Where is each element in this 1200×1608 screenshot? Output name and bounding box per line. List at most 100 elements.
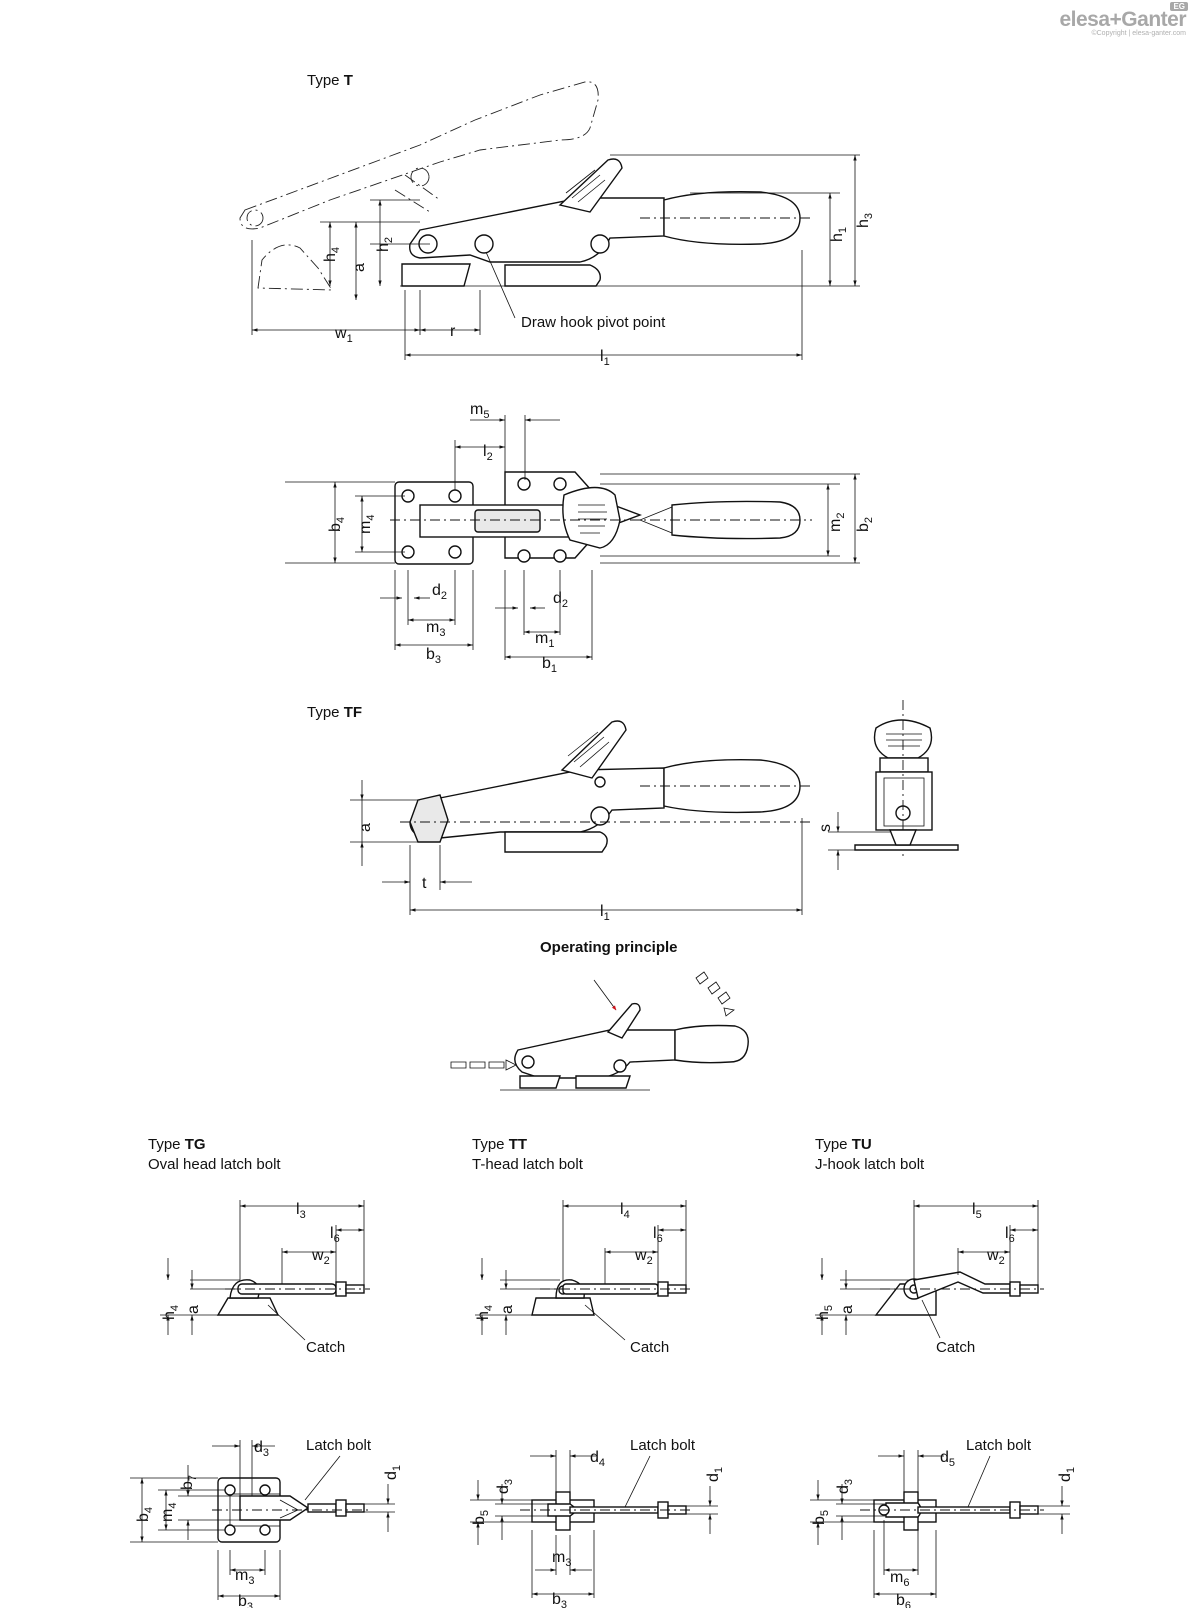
dim-h2: h2 [375, 237, 395, 252]
dim-m3-tt: m3 [552, 1549, 571, 1569]
open-position-ghost [239, 81, 599, 291]
dim-d2-left: d2 [432, 582, 447, 602]
dim-h5: h5 [815, 1305, 835, 1320]
type-tu-top: b5 d3 d5 m6 b6 d1 Latch bolt [810, 1437, 1077, 1608]
type-t-side-view: Type T [239, 72, 875, 368]
dim-d3-tu: d3 [835, 1479, 855, 1494]
dim-d4: d4 [590, 1449, 605, 1469]
dim-l5: l5 [972, 1201, 982, 1221]
type-tt-title: Type TT [472, 1136, 527, 1153]
dim-b2: b2 [855, 517, 875, 532]
brand-name: elesa+Ganter [1059, 8, 1186, 31]
type-tt-top: b5 d3 d4 m3 b3 d1 Latch bolt [470, 1437, 725, 1608]
type-t-title: Type T [307, 72, 353, 89]
release-lever-top [562, 486, 621, 549]
dim-l6-tt: l6 [653, 1225, 663, 1245]
type-tf-end-view: s [817, 700, 959, 870]
dim-l6-tg: l6 [330, 1225, 340, 1245]
dim-a-tg: a [185, 1305, 202, 1314]
tg-latch-bolt-label: Latch bolt [306, 1437, 372, 1454]
brand-badge: EG [1170, 2, 1188, 11]
brand-logo: elesa+Ganter ©Copyright | elesa-ganter.c… [1059, 2, 1188, 37]
dim-b5-tu: b5 [811, 1510, 831, 1525]
type-t-top-dim-labels: m5 l2 b4 m4 m2 b2 d2 d2 m3 b3 m1 b1 [327, 401, 875, 675]
dim-h4-tg: h4 [161, 1305, 181, 1320]
type-t-dimensions [251, 154, 860, 360]
type-tg-subtitle: Oval head latch bolt [148, 1156, 281, 1173]
dim-m1: m1 [535, 630, 554, 650]
type-tg-side: Type TG Oval head latch bolt l3 l6 w2 h4… [148, 1136, 370, 1356]
release-lever [558, 158, 623, 213]
dim-w2-tu: w2 [986, 1247, 1005, 1267]
tt-latch-bolt-label: Latch bolt [630, 1437, 696, 1454]
type-t-dim-labels: w1 r l1 h4 a h2 h1 h3 Draw hook pivot po… [322, 213, 875, 368]
tf-hook-head [409, 794, 449, 843]
type-t-top-dimensions [285, 415, 860, 660]
dim-h4-tt: h4 [475, 1305, 495, 1320]
type-t-top-view: m5 l2 b4 m4 m2 b2 d2 d2 m3 b3 m1 b1 [285, 401, 875, 675]
dim-m2: m2 [827, 513, 847, 532]
type-tu-subtitle: J-hook latch bolt [815, 1156, 925, 1173]
tf-release-lever [560, 720, 627, 779]
dim-m6: m6 [890, 1569, 909, 1589]
dim-b3-tg: b3 [238, 1593, 253, 1608]
dim-a-tf: a [357, 823, 374, 832]
type-tu-side: Type TU J-hook latch bolt l5 l6 w2 h5 a … [815, 1136, 1044, 1356]
dim-l2: l2 [483, 443, 493, 463]
dim-l1: l1 [600, 348, 610, 368]
dim-b6: b6 [896, 1592, 911, 1608]
catch-plate [401, 263, 471, 287]
dim-m4: m4 [357, 515, 377, 534]
dim-d1-tu: d1 [1057, 1467, 1077, 1482]
tg-catch-label: Catch [306, 1339, 345, 1356]
dim-m3: m3 [426, 619, 445, 639]
dim-t: t [422, 875, 427, 892]
dim-m3-tg: m3 [235, 1567, 254, 1587]
tf-body [409, 767, 665, 839]
dim-m5: m5 [470, 401, 489, 421]
type-tg-title: Type TG [148, 1136, 206, 1153]
dim-b4-tg: b4 [135, 1507, 155, 1522]
dim-l4: l4 [620, 1201, 630, 1221]
type-tt-subtitle: T-head latch bolt [472, 1156, 584, 1173]
base-plate [504, 264, 601, 287]
dim-l1-tf: l1 [600, 903, 610, 923]
dim-l6-tu: l6 [1005, 1225, 1015, 1245]
dim-d2-right: d2 [553, 590, 568, 610]
tf-base-plate [504, 831, 608, 853]
press-arrow [593, 979, 617, 1011]
dim-w2-tt: w2 [634, 1247, 653, 1267]
operating-principle-title: Operating principle [540, 939, 678, 956]
dim-m4-tg: m4 [159, 1503, 179, 1522]
dim-d5: d5 [940, 1449, 955, 1469]
type-tf-side-view: Type TF a t l1 [307, 704, 812, 923]
dim-d1-tg: d1 [383, 1465, 403, 1480]
dim-b5-tt: b5 [471, 1510, 491, 1525]
draw-hook-pivot-label: Draw hook pivot point [521, 314, 666, 331]
dim-a-tu: a [839, 1305, 856, 1314]
dim-w1: w1 [334, 325, 353, 345]
type-tf-title: Type TF [307, 704, 362, 721]
dim-b1: b1 [542, 655, 557, 675]
dim-b7: b7 [179, 1475, 199, 1490]
dim-r: r [450, 323, 456, 340]
dim-h1: h1 [829, 227, 849, 242]
dim-a-tt: a [499, 1305, 516, 1314]
dim-l3: l3 [296, 1201, 306, 1221]
type-tu-title: Type TU [815, 1136, 872, 1153]
clamp-body [409, 197, 665, 263]
dim-a: a [351, 263, 368, 272]
dim-b3-tt: b3 [552, 1591, 567, 1608]
dim-b3: b3 [426, 646, 441, 666]
type-tt-side: Type TT T-head latch bolt l4 l6 w2 h4 a … [472, 1136, 692, 1356]
dim-d1-tt: d1 [705, 1467, 725, 1482]
operating-principle: Operating principle [450, 939, 749, 1091]
dim-h4: h4 [322, 247, 342, 262]
dim-d3-tt: d3 [495, 1479, 515, 1494]
dim-d3-tg: d3 [254, 1439, 269, 1459]
type-tg-top: b4 m4 b7 d3 m3 b3 d1 Latch bolt [130, 1437, 403, 1608]
brand-copyright: ©Copyright | elesa-ganter.com [1091, 30, 1186, 37]
tu-latch-bolt-label: Latch bolt [966, 1437, 1032, 1454]
tt-catch-label: Catch [630, 1339, 669, 1356]
